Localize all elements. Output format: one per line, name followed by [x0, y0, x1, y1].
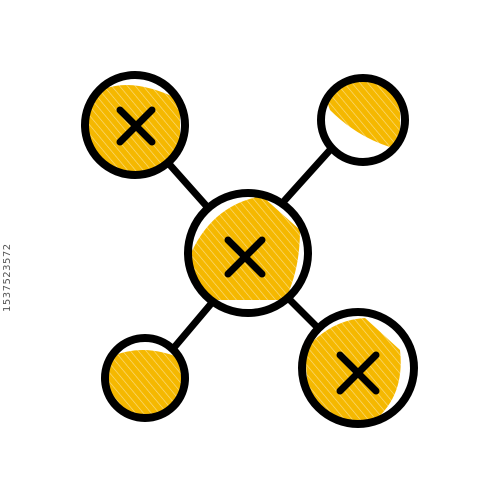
connector-bottom-left	[168, 301, 214, 354]
connector-top-right	[281, 146, 334, 204]
close-icon	[336, 351, 380, 395]
node-top-right	[317, 74, 409, 166]
node-top-left	[81, 71, 189, 179]
close-icon	[224, 236, 266, 278]
stock-id-watermark: 1537523572	[2, 243, 13, 312]
connector-top-left	[166, 161, 214, 214]
node-center	[184, 189, 312, 317]
connector-lines	[166, 146, 334, 354]
connector-bottom-right	[286, 296, 324, 334]
node-bottom-left	[101, 334, 189, 422]
close-icon	[116, 106, 156, 146]
node-bottom-right	[298, 308, 418, 428]
